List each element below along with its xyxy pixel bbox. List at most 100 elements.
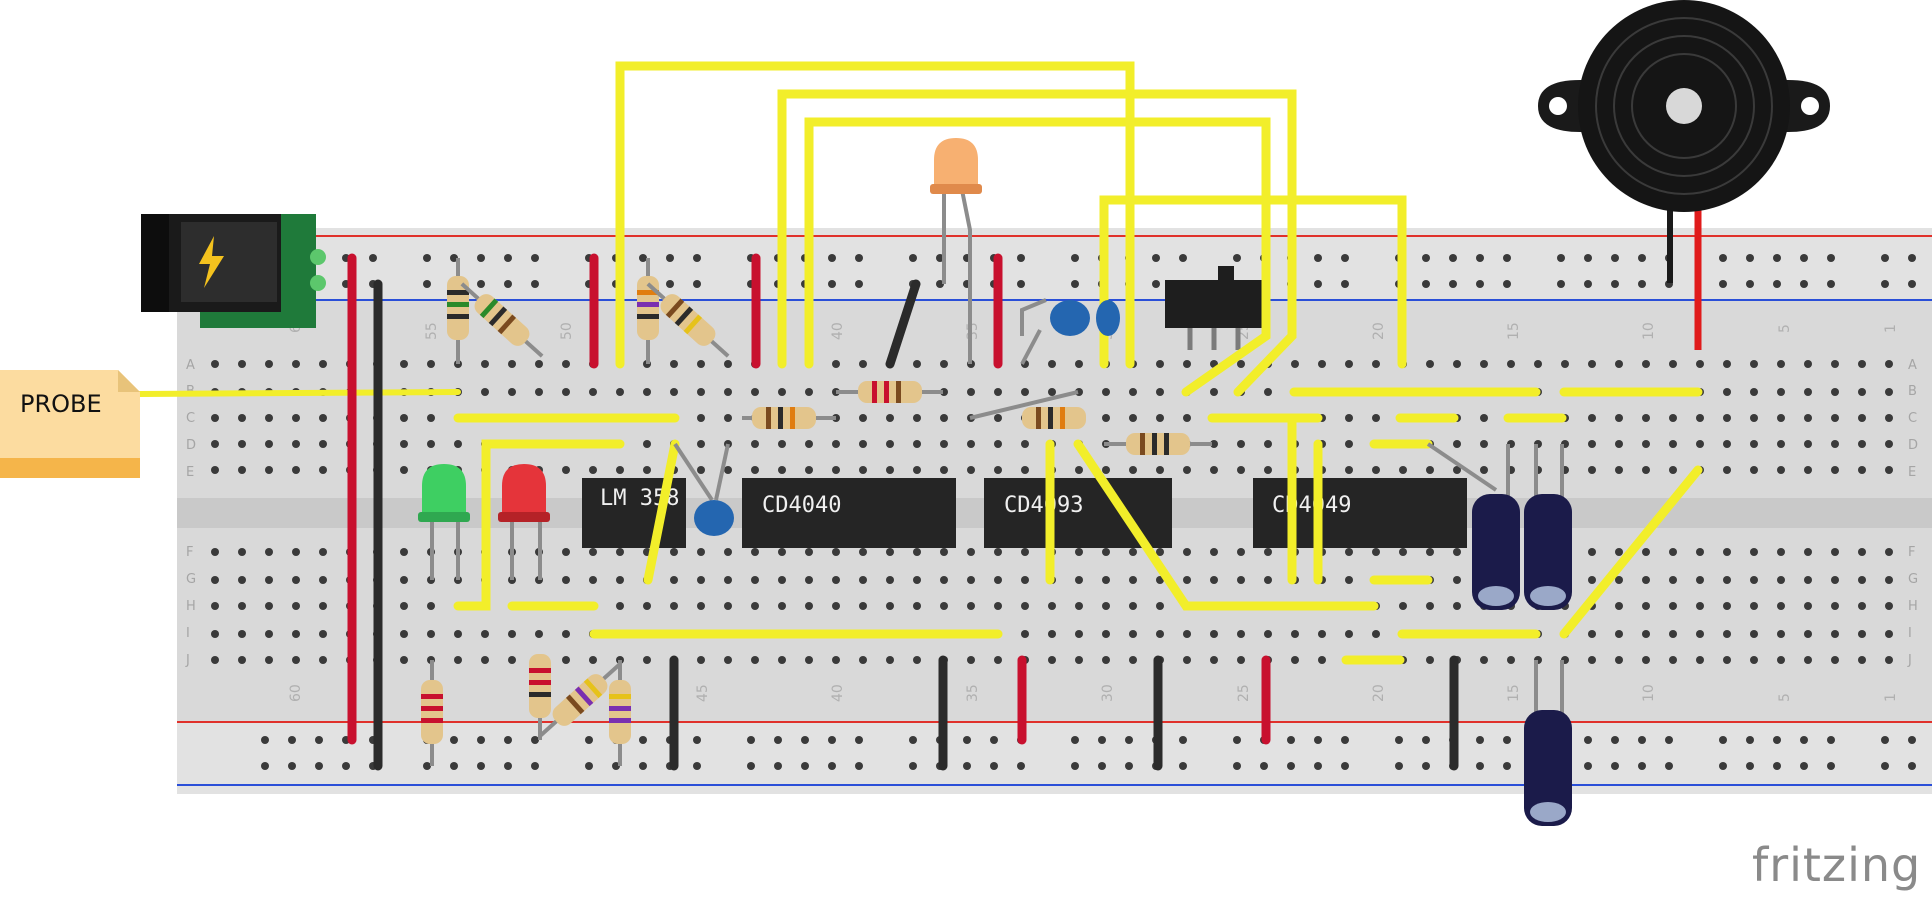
hole [1615,360,1623,368]
hole [940,466,948,474]
hole [940,360,948,368]
column-number: 5 [1777,693,1793,702]
rail-hole [1314,254,1322,262]
rail-hole [369,254,377,262]
hole [1048,602,1056,610]
rail-hole [639,762,647,770]
rail-hole [855,736,863,744]
hole [1804,576,1812,584]
hole [778,440,786,448]
rail-hole [828,280,836,288]
rail-hole [1584,736,1592,744]
hole [1804,414,1812,422]
rail-hole [1800,736,1808,744]
hole [1372,360,1380,368]
rail-hole [1071,762,1079,770]
resistor [609,660,631,766]
hole [1858,414,1866,422]
hole [1237,440,1245,448]
hole [211,630,219,638]
rail-hole [666,280,674,288]
rail-hole [504,762,512,770]
hole [211,548,219,556]
hole [1723,360,1731,368]
hole [1075,548,1083,556]
rail-hole [1449,280,1457,288]
rail-hole [1314,736,1322,744]
rail-hole [963,762,971,770]
hole [1183,548,1191,556]
hole [994,388,1002,396]
rail-hole [1908,762,1916,770]
hole [211,414,219,422]
hole [1345,548,1353,556]
rail-hole [1719,736,1727,744]
rail-hole [477,280,485,288]
hole [832,576,840,584]
rail-hole [423,254,431,262]
row-letter: C [186,411,195,426]
hole [1291,656,1299,664]
rail-hole [1395,762,1403,770]
cd4040-chip-label: CD4040 [762,493,841,518]
hole [967,576,975,584]
hole [535,388,543,396]
power-pin [310,249,326,265]
rail-hole [315,762,323,770]
hole [724,548,732,556]
hole [1075,602,1083,610]
hole [1777,466,1785,474]
rail-hole [1800,280,1808,288]
hole [1885,656,1893,664]
rail-hole [1773,280,1781,288]
hole [427,602,435,610]
rail-hole [342,762,350,770]
wire-black [885,279,921,369]
hole [886,602,894,610]
hole [1426,360,1434,368]
hole [1723,388,1731,396]
cd4049-chip-label: CD4049 [1272,493,1351,518]
rail-hole [1071,254,1079,262]
hole [535,360,543,368]
hole [400,414,408,422]
hole [1507,360,1515,368]
hole [670,388,678,396]
row-letter: G [1908,572,1918,587]
hole [1615,656,1623,664]
hole [292,414,300,422]
hole [1210,576,1218,584]
rail-hole [1665,762,1673,770]
hole [1723,414,1731,422]
hole [1885,388,1893,396]
hole [1642,630,1650,638]
hole [265,576,273,584]
rail-hole [1314,762,1322,770]
hole [1831,440,1839,448]
hole [967,656,975,664]
hole [805,388,813,396]
rail-hole [1557,254,1565,262]
ceramic-capacitor [694,500,734,536]
hole [589,548,597,556]
hole [400,440,408,448]
hole [1129,602,1137,610]
hole [1075,576,1083,584]
hole [994,466,1002,474]
hole [265,440,273,448]
row-letter: E [1908,465,1916,480]
hole [292,602,300,610]
rail-hole [1341,736,1349,744]
resistor [836,381,943,403]
rail-hole [504,736,512,744]
lightning-icon [199,236,224,288]
hole [1102,388,1110,396]
rail-hole [1503,254,1511,262]
hole [508,388,516,396]
rail-hole [801,762,809,770]
row-letter: H [186,599,196,614]
hole [319,576,327,584]
cd4040-chip-body [742,478,956,548]
hole [589,656,597,664]
hole [1237,630,1245,638]
